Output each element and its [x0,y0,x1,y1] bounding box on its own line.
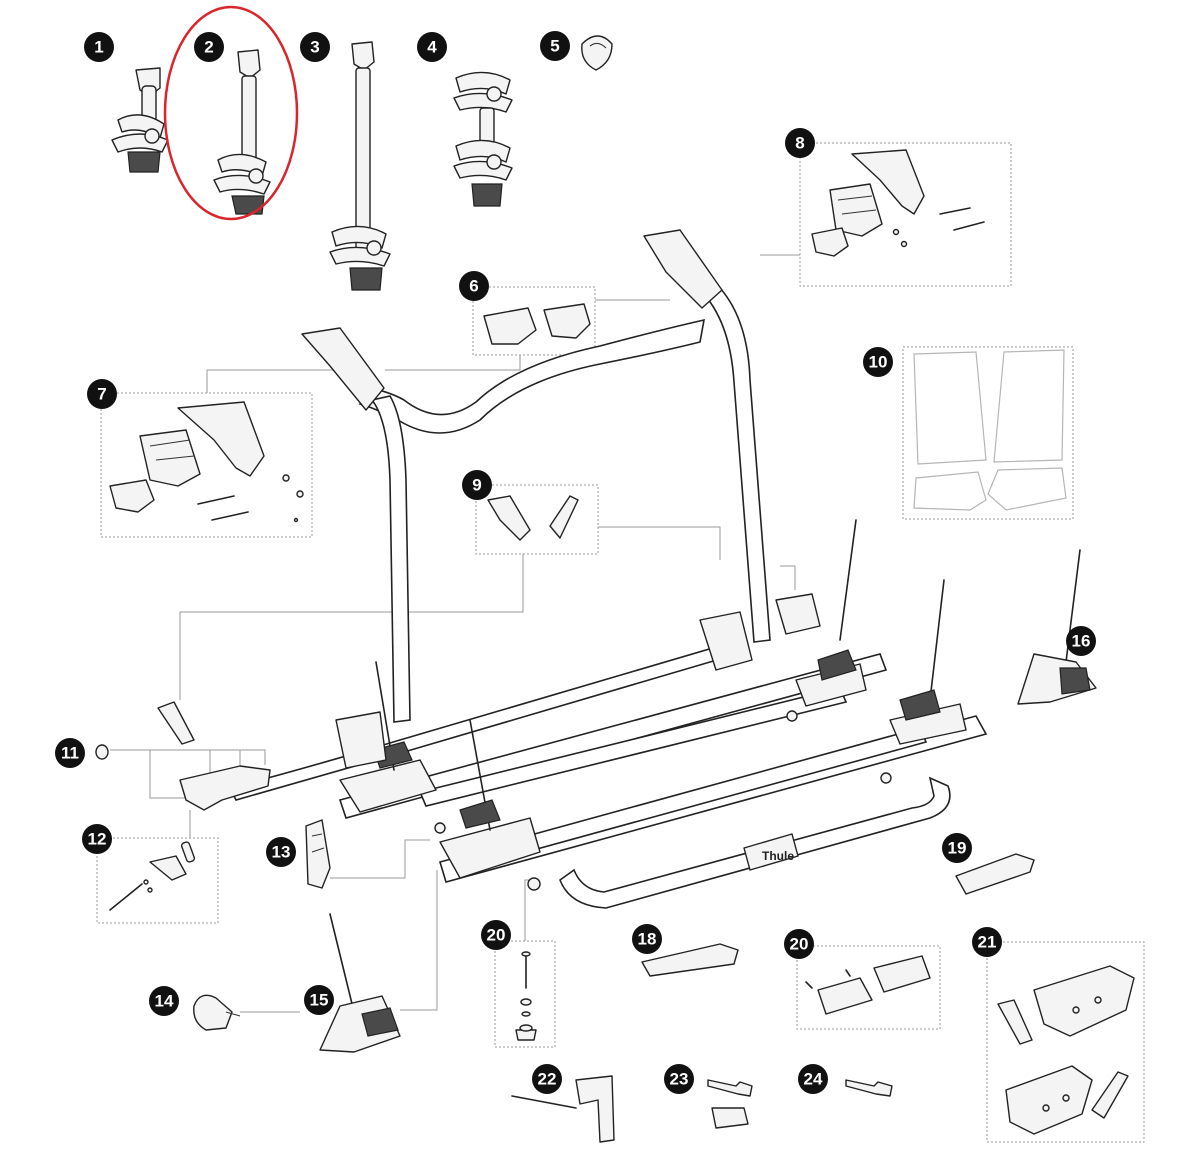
group-box-8 [799,142,1012,287]
svg-text:6: 6 [469,277,478,296]
svg-text:24: 24 [804,1070,823,1089]
svg-text:12: 12 [88,830,107,849]
svg-text:9: 9 [472,476,481,495]
callout-14: 14 [149,986,179,1016]
callout-3: 3 [300,32,330,62]
part-22-tool [511,1075,615,1143]
callout-11: 11 [55,738,85,768]
part-5-knob [581,35,613,71]
part-11-plug [95,744,109,760]
part-6-end-caps [483,303,591,345]
svg-text:20: 20 [487,926,506,945]
callout-12: 12 [82,824,112,854]
svg-text:13: 13 [272,843,291,862]
part-8-mount-kit [811,149,985,257]
callout-22: 22 [532,1064,562,1094]
part-21-wheel-trays [997,965,1135,1135]
callout-21: 21 [972,927,1002,957]
part-15-wheel-holder [319,913,401,1053]
callout-18: 18 [632,924,662,954]
thule-logo: Thule [762,849,794,863]
part-14-knob [193,994,241,1031]
svg-text:19: 19 [948,839,967,858]
svg-text:16: 16 [1072,632,1091,651]
callout-10: 10 [863,347,893,377]
callout-2: 2 [194,32,224,62]
group-box-21 [986,941,1145,1143]
callout-5: 5 [540,31,570,61]
part-end-bracket [179,765,271,811]
part-23-key-lock [707,1079,753,1129]
svg-text:11: 11 [61,744,79,763]
part-20-logo-cover [805,955,931,1015]
part-12-pin-kit [109,841,196,911]
callout-13: 13 [266,837,296,867]
part-latch-left [157,701,195,745]
part-18-cover [641,943,739,977]
group-box-10 [902,346,1074,520]
callout-1: 1 [84,32,114,62]
svg-text:3: 3 [310,38,319,57]
callout-16: 16 [1066,626,1096,656]
part-10-pads [913,349,1067,511]
group-box-9 [475,484,599,555]
callout-6: 6 [459,271,489,301]
svg-text:14: 14 [155,992,174,1011]
part-2-frame-holder [213,49,271,215]
callout-24: 24 [798,1064,828,1094]
callout-23: 23 [664,1064,694,1094]
leader-lines [110,254,800,1013]
svg-text:15: 15 [310,991,329,1010]
part-1-short-frame-holder [111,67,169,173]
part-3-long-frame-holder [329,41,391,291]
svg-text:21: 21 [978,933,997,952]
svg-text:22: 22 [538,1070,557,1089]
callout-badges: 1 2 3 4 5 6 7 8 9 10 11 12 13 14 15 16 1… [55,31,1096,1094]
group-box-20b [796,945,941,1030]
svg-text:4: 4 [427,38,437,57]
part-19-cover [955,853,1035,895]
part-4-double-frame-holder [453,71,513,207]
group-box-6 [472,286,596,356]
callout-7: 7 [87,379,117,409]
highlight-circle [163,5,299,221]
part-9-latches [487,495,579,541]
svg-text:10: 10 [869,353,888,372]
callout-15: 15 [304,985,334,1015]
svg-text:20: 20 [790,935,809,954]
svg-text:23: 23 [670,1070,689,1089]
main-rack-frame: Thule [228,229,988,909]
callout-19: 19 [942,833,972,863]
svg-text:1: 1 [94,38,103,57]
callout-8: 8 [785,128,815,158]
callout-4: 4 [417,32,447,62]
svg-text:2: 2 [204,38,213,57]
part-20-bolt-set [515,951,537,1041]
group-box-12 [96,837,219,924]
svg-text:5: 5 [550,37,559,56]
part-24-key [845,1079,893,1097]
callout-20a: 20 [481,920,511,950]
svg-text:8: 8 [795,134,804,153]
callout-9: 9 [462,470,492,500]
part-16-wheel-holder [1017,549,1097,705]
callout-20b: 20 [784,929,814,959]
part-13-lever [305,819,331,889]
part-7-mount-kit [109,401,304,523]
svg-text:18: 18 [638,930,657,949]
svg-text:7: 7 [97,385,106,404]
